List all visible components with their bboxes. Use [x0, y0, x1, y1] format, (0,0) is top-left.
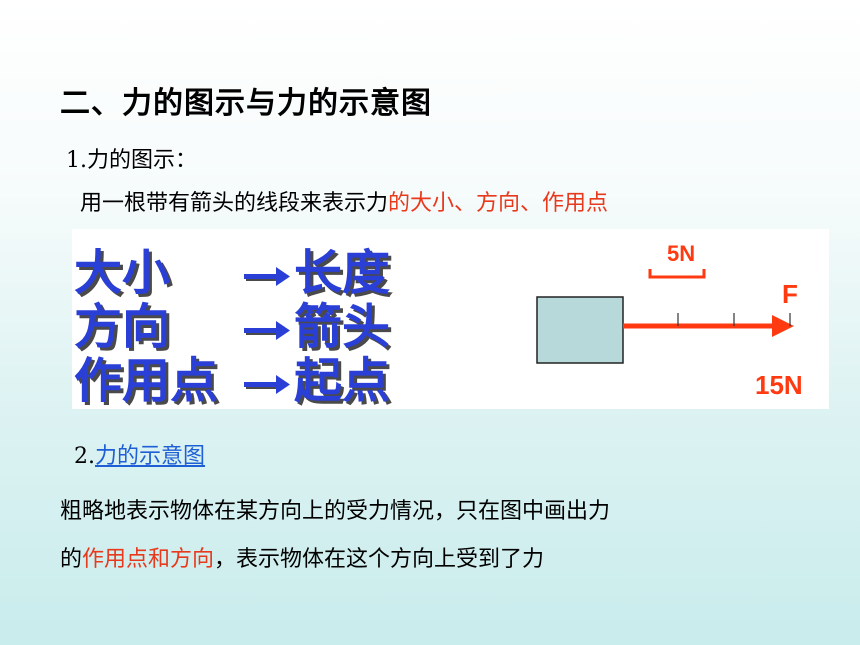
paragraph-red: 作用点和方向: [82, 547, 215, 572]
description-black: 用一根带有箭头的线段来表示力: [80, 191, 389, 216]
mapping-right-3: 起点: [294, 353, 391, 409]
section1-description: 用一根带有箭头的线段来表示力的大小、方向、作用点: [80, 185, 608, 217]
paragraph-black: 的: [60, 547, 83, 572]
arrow-right-icon: [244, 321, 290, 340]
section2-title: 2.力的示意图: [74, 438, 205, 470]
paragraph-line-1: 粗略地表示物体在某方向上的受力情况，只在图中画出力: [60, 499, 611, 524]
section2-number: 2.: [74, 444, 95, 469]
page-title: 二、力的图示与力的示意图: [60, 86, 432, 121]
illustration-panel: 大小 方向 作用点 长度 箭头 起点: [72, 229, 829, 409]
mapping-left-2: 方向: [74, 299, 171, 355]
arrow-head-icon: [772, 315, 794, 337]
scale-label: 5N: [667, 241, 695, 266]
block-object: [536, 296, 624, 364]
magnitude-label: 15N: [755, 370, 803, 400]
mapping-left-3: 作用点: [74, 353, 219, 409]
mapping-left-1: 大小: [74, 245, 171, 301]
force-label: F: [782, 279, 798, 309]
mapping-right-2: 箭头: [294, 299, 391, 355]
section2-paragraph: 粗略地表示物体在某方向上的受力情况，只在图中画出力 的作用点和方向，表示物体在这…: [60, 488, 820, 584]
paragraph-line-2: 的作用点和方向，表示物体在这个方向上受到了力: [60, 536, 820, 584]
mapping-arrows: [244, 267, 290, 394]
section2-link[interactable]: 力的示意图: [95, 444, 206, 469]
section1-title: 1.力的图示：: [66, 148, 197, 173]
description-red: 的大小、方向、作用点: [388, 191, 609, 216]
mapping-right-1: 长度: [294, 245, 391, 301]
scale-bracket: [648, 269, 706, 279]
arrow-right-icon: [244, 375, 290, 394]
paragraph-rest: ，表示物体在这个方向上受到了力: [214, 547, 545, 572]
force-diagram: 5N F 15N: [536, 241, 803, 400]
arrow-right-icon: [244, 267, 290, 286]
